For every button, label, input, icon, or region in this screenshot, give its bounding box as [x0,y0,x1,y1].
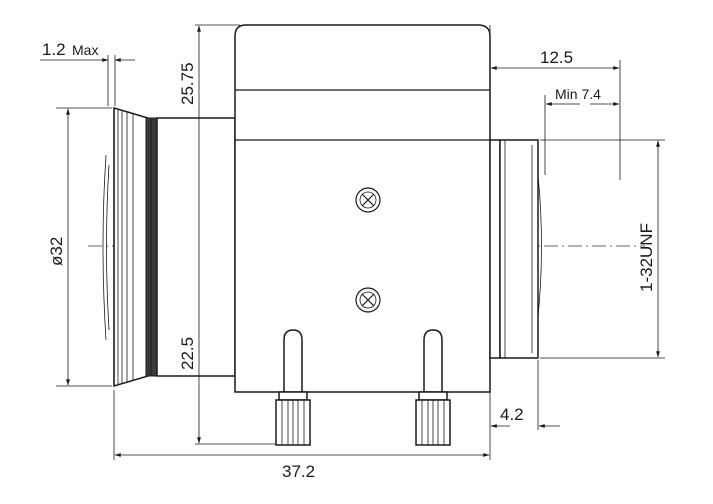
focus-ring [145,117,158,377]
dim-diameter: ø32 [47,107,112,387]
dim-mount-offset: 12.5 [489,25,621,180]
c-mount [489,139,542,359]
dim-diameter-value: ø32 [47,237,66,266]
dim-flange-max-suffix: Max [72,42,98,58]
dim-mount-length: 4.2 [489,360,560,460]
dim-flange-max-value: 1.2 [42,40,66,59]
housing [234,24,491,393]
dim-total-length: 37.2 [113,390,490,481]
dim-height-upper: 25.75 [178,24,240,246]
thumb-screw-left-icon [275,329,311,446]
dim-thread: 1-32UNF [540,139,665,359]
dim-height-lower-value: 22.5 [178,337,197,370]
dim-mount-offset-value: 12.5 [540,48,573,67]
screw-upper-icon [355,187,381,213]
front-lens [102,106,149,388]
dim-thread-value: 1-32UNF [637,223,656,292]
dim-min-back-value: Min 7.4 [555,86,601,102]
lens-barrel [156,117,236,377]
dim-min-back: Min 7.4 [544,86,620,175]
dim-flange-max: 1.2 Max [40,40,135,106]
dim-total-length-value: 37.2 [282,462,315,481]
dim-height-lower: 22.5 [178,246,276,445]
screw-lower-icon [355,287,381,313]
dim-height-upper-value: 25.75 [178,62,197,105]
dim-mount-length-value: 4.2 [500,405,524,424]
thumb-screw-right-icon [415,329,451,446]
